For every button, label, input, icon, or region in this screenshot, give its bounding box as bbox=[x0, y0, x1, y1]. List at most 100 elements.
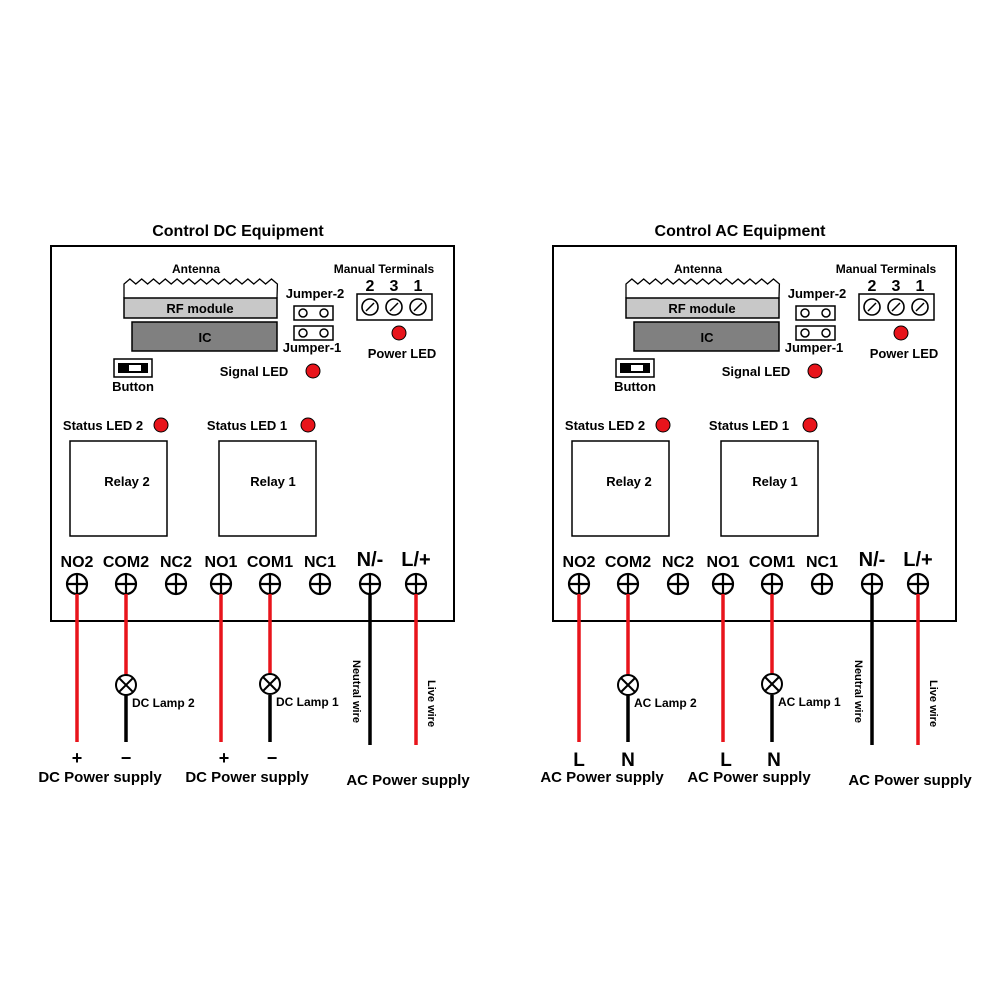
jumper-pin-icon bbox=[298, 308, 308, 318]
terminal-label: COM2 bbox=[103, 554, 149, 571]
power-led-label: Power LED bbox=[368, 346, 437, 361]
neutral-wire-label: Neutral wire bbox=[350, 660, 362, 723]
screw-slot bbox=[389, 302, 399, 312]
terminal-label: N/- bbox=[859, 549, 886, 571]
ic-chip bbox=[131, 321, 278, 352]
jumper-pin-icon bbox=[319, 308, 329, 318]
lamp2-cross bbox=[118, 677, 134, 693]
supply2-polarity-negative: N bbox=[767, 750, 781, 771]
status-led2-icon bbox=[153, 417, 169, 433]
screw-slot bbox=[413, 302, 423, 312]
supply2-polarity-positive: L bbox=[720, 750, 732, 771]
jumper-2-block bbox=[795, 305, 836, 321]
terminal-label: NC2 bbox=[160, 554, 192, 571]
status-led1-icon bbox=[802, 417, 818, 433]
jumper-pin-icon bbox=[800, 328, 810, 338]
status-led2-label: Status LED 2 bbox=[63, 418, 143, 433]
supply3-label: AC Power supply bbox=[346, 772, 470, 789]
supply2-label: AC Power supply bbox=[687, 769, 811, 786]
jumper-1-block bbox=[293, 325, 334, 341]
supply2-polarity-negative: − bbox=[267, 748, 278, 768]
jumper-pin-icon bbox=[821, 328, 831, 338]
supply1-polarity-positive: + bbox=[72, 748, 83, 768]
live-wire-label: Live wire bbox=[927, 680, 939, 727]
signal-led-label: Signal LED bbox=[722, 364, 791, 379]
rf-module bbox=[123, 297, 278, 319]
status-led1-icon bbox=[300, 417, 316, 433]
signal-led-label: Signal LED bbox=[220, 364, 289, 379]
terminal-label: NC1 bbox=[304, 554, 336, 571]
lamp2-label: DC Lamp 2 bbox=[132, 696, 195, 710]
lamp1-cross bbox=[764, 676, 780, 692]
lamp1-label: DC Lamp 1 bbox=[276, 695, 339, 709]
power-led-icon bbox=[893, 325, 909, 341]
lamp2-cross bbox=[620, 677, 636, 693]
screw-slot bbox=[915, 302, 925, 312]
jumper-pin-icon bbox=[800, 308, 810, 318]
lamp2-label: AC Lamp 2 bbox=[634, 696, 697, 710]
antenna-label: Antenna bbox=[172, 262, 220, 276]
lamp1-label: AC Lamp 1 bbox=[778, 695, 841, 709]
jumper-pin-icon bbox=[298, 328, 308, 338]
relay-2 bbox=[69, 440, 168, 537]
terminal-label: COM2 bbox=[605, 554, 651, 571]
ic-label: IC bbox=[199, 330, 213, 345]
rf-module bbox=[625, 297, 780, 319]
terminal-label: NO2 bbox=[61, 554, 94, 571]
terminal-label: NC2 bbox=[662, 554, 694, 571]
rf-module-label: RF module bbox=[668, 301, 735, 316]
status-led2-label: Status LED 2 bbox=[565, 418, 645, 433]
button-label: Button bbox=[614, 379, 656, 394]
supply2-polarity-positive: + bbox=[219, 748, 230, 768]
relay1-label: Relay 1 bbox=[752, 474, 798, 489]
signal-led-icon bbox=[807, 363, 823, 379]
jumper-1-block bbox=[795, 325, 836, 341]
antenna-coil-icon bbox=[625, 278, 781, 299]
jumper1-label: Jumper-1 bbox=[785, 340, 844, 355]
terminal-label: COM1 bbox=[247, 554, 293, 571]
manual-terminal-number: 3 bbox=[892, 278, 901, 295]
supply1-label: DC Power supply bbox=[38, 769, 162, 786]
manual-terminal-number: 2 bbox=[366, 278, 375, 295]
rf-module-label: RF module bbox=[166, 301, 233, 316]
status-led1-label: Status LED 1 bbox=[207, 418, 287, 433]
relay-1 bbox=[218, 440, 317, 537]
manual-terminals-label: Manual Terminals bbox=[836, 262, 937, 276]
button-label: Button bbox=[112, 379, 154, 394]
supply1-polarity-positive: L bbox=[573, 750, 585, 771]
supply3-label: AC Power supply bbox=[848, 772, 972, 789]
lamp1-cross bbox=[262, 676, 278, 692]
status-led1-label: Status LED 1 bbox=[709, 418, 789, 433]
power-led-icon bbox=[391, 325, 407, 341]
screw-slot bbox=[891, 302, 901, 312]
manual-terminal-number: 1 bbox=[916, 278, 925, 295]
manual-terminal-number: 2 bbox=[868, 278, 877, 295]
supply1-label: AC Power supply bbox=[540, 769, 664, 786]
terminal-label: COM1 bbox=[749, 554, 795, 571]
jumper2-label: Jumper-2 bbox=[788, 286, 847, 301]
relay2-label: Relay 2 bbox=[606, 474, 652, 489]
power-led-label: Power LED bbox=[870, 346, 939, 361]
terminal-label: NO2 bbox=[563, 554, 596, 571]
antenna-label: Antenna bbox=[674, 262, 722, 276]
supply1-polarity-negative: − bbox=[121, 748, 132, 768]
terminal-label: L/+ bbox=[401, 549, 430, 571]
relay-2 bbox=[571, 440, 670, 537]
manual-terminal-number: 3 bbox=[390, 278, 399, 295]
button-knob bbox=[631, 365, 643, 371]
supply2-label: DC Power supply bbox=[185, 769, 309, 786]
jumper-pin-icon bbox=[319, 328, 329, 338]
screw-slot bbox=[365, 302, 375, 312]
terminal-label: NO1 bbox=[205, 554, 238, 571]
ic-chip bbox=[633, 321, 780, 352]
ic-label: IC bbox=[701, 330, 715, 345]
relay1-label: Relay 1 bbox=[250, 474, 296, 489]
manual-terminals-label: Manual Terminals bbox=[334, 262, 435, 276]
neutral-wire-label: Neutral wire bbox=[852, 660, 864, 723]
terminal-label: N/- bbox=[357, 549, 384, 571]
terminal-label: L/+ bbox=[903, 549, 932, 571]
terminal-label: NO1 bbox=[707, 554, 740, 571]
button-knob bbox=[129, 365, 141, 371]
jumper-pin-icon bbox=[821, 308, 831, 318]
